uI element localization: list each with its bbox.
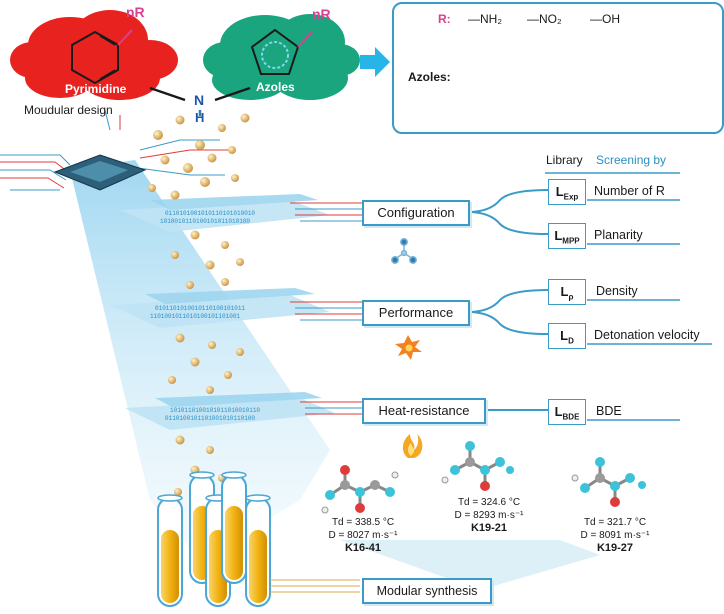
library-subscript: D xyxy=(568,336,574,346)
molecule-d: D = 8027 m·s⁻¹ xyxy=(328,530,398,541)
library-subscript: Exp xyxy=(563,192,579,202)
library-subscript: MPP xyxy=(562,236,580,246)
pyrimidine-ring xyxy=(71,29,133,85)
criterion-planarity: Planarity xyxy=(594,228,643,242)
substituent-nh2: —NH₂ xyxy=(468,12,502,26)
stage-heat-resistance: Heat-resistance xyxy=(362,398,486,424)
data-layer-1 xyxy=(120,194,330,232)
molecule-graph-icon xyxy=(391,238,417,264)
molecule-name: K19-21 xyxy=(470,522,508,534)
library-bde: LBDE xyxy=(548,399,586,425)
linker-h-label: H xyxy=(195,110,205,125)
molecule-name: K16-41 xyxy=(344,542,382,554)
molecule-td: Td = 324.6 °C xyxy=(457,497,521,508)
molecule-td: Td = 321.7 °C xyxy=(583,517,647,528)
nr-label-left: nR xyxy=(126,4,145,20)
flame-icon xyxy=(402,434,423,458)
binary-text: 0101101010010110100101011 xyxy=(155,305,245,312)
molecule-td: Td = 338.5 °C xyxy=(331,517,395,528)
criterion-underlines xyxy=(587,199,712,421)
molecule-name: K19-27 xyxy=(596,542,634,554)
azoles-label: Azoles xyxy=(256,80,295,94)
stage-performance: Performance xyxy=(362,300,470,326)
binary-text: 1101001011010100101101001 xyxy=(150,313,240,320)
library-symbol: L xyxy=(554,228,563,243)
test-tube xyxy=(221,471,247,584)
molecule-caption-k16-41: Td = 338.5 °C D = 8027 m·s⁻¹ K16-41 xyxy=(318,516,408,555)
nh-linker xyxy=(149,86,251,116)
library-header: Library xyxy=(546,153,583,167)
binary-text: 1010010110100101011010100 xyxy=(160,218,250,225)
criterion-bde: BDE xyxy=(596,404,622,418)
binary-marks: 0110101001010110101010010 10100101101001… xyxy=(150,210,260,422)
library-symbol: L xyxy=(555,184,564,199)
azole-ring xyxy=(250,28,313,75)
library-rho: Lρ xyxy=(548,279,586,305)
modular-synthesis-box: Modular synthesis xyxy=(362,578,492,604)
data-layer-3 xyxy=(125,392,335,430)
library-symbol: L xyxy=(560,284,569,299)
library-subscript: ρ xyxy=(568,292,574,302)
molecule-k19-21 xyxy=(441,441,514,491)
linker-n-label: N xyxy=(194,92,205,108)
library-symbol: L xyxy=(554,404,563,419)
legend-azoles-label: Azoles: xyxy=(408,70,451,84)
pyrimidine-label: Pyrimidine xyxy=(65,82,127,96)
processing-beam xyxy=(70,160,330,560)
synthesis-links xyxy=(270,579,360,593)
explosion-icon xyxy=(395,335,422,360)
binary-text: 1010110100101011010010110 xyxy=(170,407,260,414)
legend-r-label: R: xyxy=(438,12,451,26)
molecule-k19-27 xyxy=(571,457,646,507)
molecule-caption-k19-27: Td = 321.7 °C D = 8091 m·s⁻¹ K19-27 xyxy=(570,516,660,555)
screening-header: Screening by xyxy=(596,153,667,167)
molecule-d: D = 8293 m·s⁻¹ xyxy=(454,510,524,521)
data-layer-2 xyxy=(110,288,330,328)
substituent-oh: —OH xyxy=(590,12,620,26)
library-symbol: L xyxy=(560,328,569,343)
criterion-number-of-r: Number of R xyxy=(594,184,665,198)
library-mpp: LMPP xyxy=(548,223,586,249)
stage-configuration: Configuration xyxy=(362,200,470,226)
synthesis-beam xyxy=(340,540,600,590)
library-exp: LExp xyxy=(548,179,586,205)
modular-design-label: Moudular design xyxy=(24,103,113,117)
test-tube xyxy=(245,494,271,607)
legend-panel xyxy=(392,2,724,134)
library-subscript: BDE xyxy=(562,412,580,422)
library-d: LD xyxy=(548,323,586,349)
substituent-no2: —NO₂ xyxy=(527,12,562,26)
library-branches xyxy=(467,189,549,411)
binary-text: 0110101001010110101010010 xyxy=(165,210,255,217)
criterion-detonation-velocity: Detonation velocity xyxy=(594,328,700,342)
stage-feed-lines xyxy=(290,202,362,415)
test-tube xyxy=(157,494,183,607)
circuit-lines xyxy=(0,109,230,191)
criterion-density: Density xyxy=(596,284,638,298)
legend-arrow xyxy=(360,47,390,77)
chip-icon xyxy=(53,154,147,191)
test-tubes xyxy=(157,471,271,607)
molecule-caption-k19-21: Td = 324.6 °C D = 8293 m·s⁻¹ K19-21 xyxy=(444,496,534,535)
molecule-d: D = 8091 m·s⁻¹ xyxy=(580,530,650,541)
molecule-k16-41 xyxy=(321,465,399,514)
binary-text: 0110100101101001010110100 xyxy=(165,415,255,422)
nr-label-right: nR xyxy=(312,6,331,22)
